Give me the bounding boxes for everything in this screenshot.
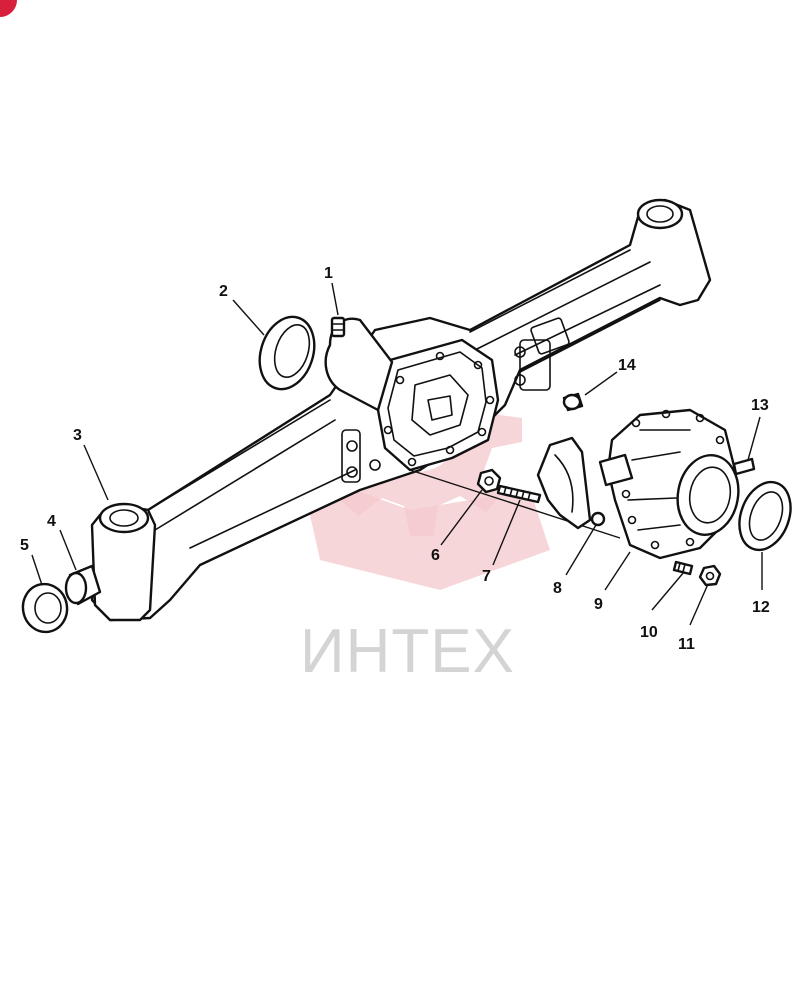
assembly-centerline: [409, 469, 621, 539]
corner-badge-icon: [0, 0, 17, 17]
watermark-text: ИНТЕХ: [300, 617, 515, 686]
pin-13: [732, 457, 756, 476]
callout-8: 8: [553, 580, 562, 597]
seal-ring-2: [258, 315, 316, 391]
callout-9: 9: [594, 596, 603, 613]
nut-6: [476, 468, 502, 494]
seal-ring-12: [738, 480, 792, 552]
callout-7: 7: [482, 568, 491, 585]
nut-11: [698, 564, 722, 587]
callout-10: 10: [640, 624, 658, 641]
leader-lines: [31, 282, 763, 626]
callout-14: 14: [618, 357, 636, 374]
carrier-cover-9: [598, 408, 740, 560]
callout-4: 4: [47, 513, 56, 530]
callout-13: 13: [751, 397, 769, 414]
callout-11: 11: [678, 636, 695, 653]
callout-2: 2: [219, 283, 228, 300]
plug-14: [562, 392, 584, 412]
bolt-10: [672, 560, 694, 576]
callout-labels: 1 2 3 4 5 6 7 8 9 10 11 12 13 14: [20, 265, 770, 653]
seal-5: [21, 582, 69, 634]
axle-housing: [90, 198, 712, 622]
callout-5: 5: [20, 537, 29, 554]
callout-6: 6: [431, 547, 440, 564]
stud-7: [496, 484, 542, 504]
bearing-cap-8: [536, 436, 606, 530]
bushing-4: [64, 564, 102, 606]
breather-fitting: [330, 316, 346, 338]
callout-3: 3: [73, 427, 82, 444]
callout-1: 1: [324, 265, 333, 282]
callout-12: 12: [752, 599, 770, 616]
